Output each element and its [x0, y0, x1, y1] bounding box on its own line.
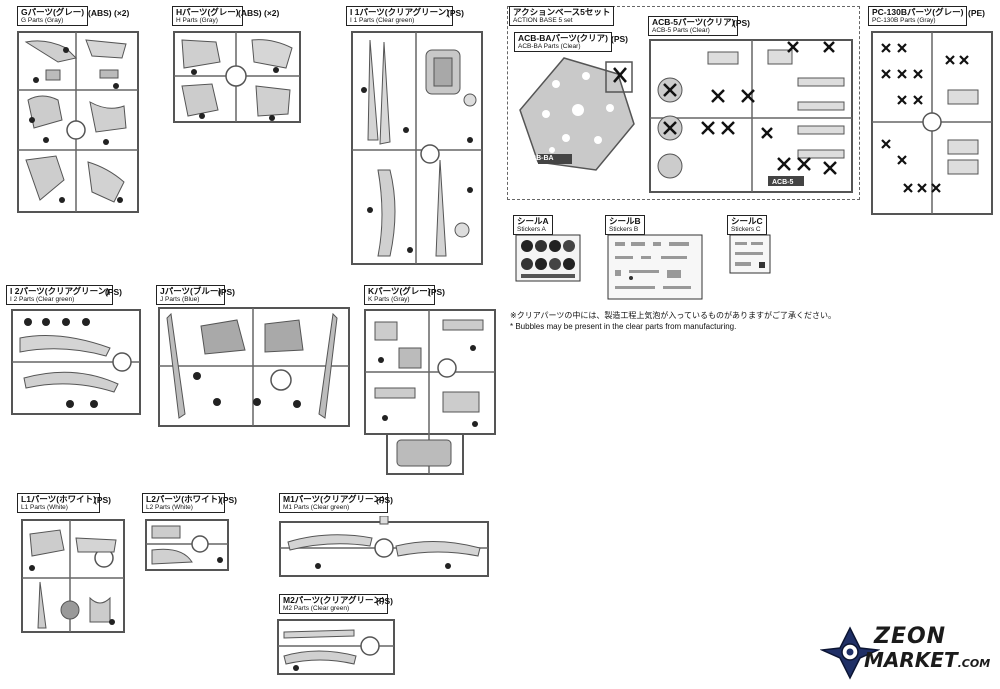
k-parts-label-en: K Parts (Gray) — [368, 295, 410, 303]
m1-parts-label: M1パーツ(クリアグリーン) M1 Parts (Clear green) — [279, 493, 389, 513]
stickers-b-sheet — [607, 234, 703, 305]
k-parts-label: Kパーツ(グレー) K Parts (Gray) — [364, 285, 435, 305]
g-parts-label: Gパーツ(グレー) G Parts (Gray) — [17, 6, 89, 26]
g-parts-material: (ABS) (×2) — [88, 8, 129, 18]
acb-ba-parts-label: ACB-BAパーツ(クリア) ACB-BA Parts (Clear) — [514, 32, 613, 52]
i1-parts-sprue — [350, 30, 484, 266]
logo-line2: MARKET.COM — [864, 650, 990, 670]
stickers-c-label-en: Stickers C — [731, 225, 761, 233]
k-parts-label-jp: Kパーツ(グレー) — [368, 286, 431, 296]
i2-parts-label: I 2パーツ(クリアグリーン) I 2 Parts (Clear green) — [6, 285, 114, 305]
stickers-a-label-jp: シールA — [517, 216, 549, 226]
j-parts-material: (PS) — [218, 287, 235, 297]
stickers-a-sheet — [515, 234, 581, 287]
h-parts-label-jp: Hパーツ(グレー) — [176, 7, 239, 17]
stickers-c-sheet — [729, 234, 771, 279]
j-parts-label-jp: Jパーツ(ブルー) — [160, 286, 222, 296]
l1-parts-label: L1パーツ(ホワイト) L1 Parts (White) — [17, 493, 100, 513]
action-base-label-en: ACTION BASE 5 set — [513, 16, 573, 24]
h-parts-sprue — [172, 30, 302, 124]
m2-parts-label-jp: M2パーツ(クリアグリーン) — [283, 595, 385, 605]
h-parts-multiplier: (×2) — [263, 8, 280, 18]
action-base-group — [507, 6, 860, 200]
stickers-a-label-en: Stickers A — [517, 225, 546, 233]
acb-ba-parts-material: (PS) — [611, 34, 628, 44]
acb-ba-sprue — [516, 54, 640, 176]
logo-line1: ZEON — [874, 624, 947, 649]
g-parts-label-jp: Gパーツ(グレー) — [21, 7, 85, 17]
stickers-b-label: シールB Stickers B — [605, 215, 645, 235]
g-parts-label-en: G Parts (Gray) — [21, 16, 64, 24]
pc130b-parts-label-jp: PC-130Bパーツ(グレー) — [872, 7, 964, 17]
i1-parts-label-jp: I 1パーツ(クリアグリーン) — [350, 7, 450, 17]
acb-ba-tag: ACB-BA — [526, 155, 554, 162]
acb-5-parts-label-en: ACB-5 Parts (Clear) — [652, 26, 710, 34]
pc130b-parts-label-en: PC-130B Parts (Gray) — [872, 16, 936, 24]
l2-parts-label-jp: L2パーツ(ホワイト) — [146, 494, 221, 504]
i2-parts-label-en: I 2 Parts (Clear green) — [10, 295, 75, 303]
g-parts-multiplier: (×2) — [113, 8, 130, 18]
m1-parts-sprue — [278, 516, 490, 580]
acb-ba-parts-label-jp: ACB-BAパーツ(クリア) — [518, 33, 609, 43]
i2-parts-label-jp: I 2パーツ(クリアグリーン) — [10, 286, 110, 296]
h-parts-material-text: (ABS) — [238, 8, 262, 18]
clear-parts-note-en: * Bubbles may be present in the clear pa… — [510, 322, 737, 331]
clear-parts-note-jp: ※クリアパーツの中には、製造工程上気泡が入っているものがありますがご了承ください… — [510, 311, 836, 320]
h-parts-label: Hパーツ(グレー) H Parts (Gray) — [172, 6, 243, 26]
g-parts-sprue — [16, 30, 140, 214]
zeon-emblem-icon — [820, 626, 880, 680]
h-parts-label-en: H Parts (Gray) — [176, 16, 218, 24]
m2-parts-material: (PS) — [376, 596, 393, 606]
acb-5-parts-label-jp: ACB-5パーツ(クリア) — [652, 17, 735, 27]
j-parts-sprue — [157, 306, 351, 428]
i2-parts-material: (PS) — [105, 287, 122, 297]
i1-parts-material: (PS) — [447, 8, 464, 18]
zeon-market-logo: ZEON MARKET.COM — [820, 624, 992, 682]
j-parts-label: Jパーツ(ブルー) J Parts (Blue) — [156, 285, 226, 305]
m2-parts-label: M2パーツ(クリアグリーン) M2 Parts (Clear green) — [279, 594, 389, 614]
m2-parts-sprue — [276, 616, 396, 676]
stickers-a-label: シールA Stickers A — [513, 215, 553, 235]
i1-parts-label: I 1パーツ(クリアグリーン) I 1 Parts (Clear green) — [346, 6, 454, 26]
m1-parts-material: (PS) — [376, 495, 393, 505]
i1-parts-label-en: I 1 Parts (Clear green) — [350, 16, 415, 24]
acb-5-parts-label: ACB-5パーツ(クリア) ACB-5 Parts (Clear) — [648, 16, 739, 36]
l2-parts-label: L2パーツ(ホワイト) L2 Parts (White) — [142, 493, 225, 513]
stickers-c-label: シールC Stickers C — [727, 215, 767, 235]
action-base-label-jp: アクションベース5セット — [513, 7, 611, 17]
l1-parts-material: (PS) — [94, 495, 111, 505]
action-base-label: アクションベース5セット ACTION BASE 5 set — [509, 6, 615, 26]
stickers-b-label-en: Stickers B — [609, 225, 639, 233]
acb-5-parts-material: (PS) — [733, 18, 750, 28]
k-parts-material: (PS) — [428, 287, 445, 297]
m1-parts-label-en: M1 Parts (Clear green) — [283, 503, 350, 511]
l1-parts-sprue — [20, 518, 126, 634]
acb-5-sprue — [648, 38, 854, 194]
acb-ba-parts-label-en: ACB-BA Parts (Clear) — [518, 42, 581, 50]
pc130b-parts-label: PC-130Bパーツ(グレー) PC-130B Parts (Gray) — [868, 6, 968, 26]
acb-5-tag: ACB-5 — [772, 179, 794, 186]
h-parts-material: (ABS) (×2) — [238, 8, 279, 18]
l2-parts-material: (PS) — [220, 495, 237, 505]
l2-parts-sprue — [144, 518, 230, 572]
stickers-b-label-jp: シールB — [609, 216, 641, 226]
k-parts-sprue — [363, 308, 497, 476]
pc130b-parts-material: (PE) — [968, 8, 985, 18]
m2-parts-label-en: M2 Parts (Clear green) — [283, 604, 350, 612]
l1-parts-label-en: L1 Parts (White) — [21, 503, 68, 511]
j-parts-label-en: J Parts (Blue) — [160, 295, 200, 303]
l1-parts-label-jp: L1パーツ(ホワイト) — [21, 494, 96, 504]
stickers-c-label-jp: シールC — [731, 216, 763, 226]
g-parts-material-text: (ABS) — [88, 8, 112, 18]
l2-parts-label-en: L2 Parts (White) — [146, 503, 193, 511]
logo-suffix: .COM — [957, 657, 991, 670]
pc130b-sprue — [870, 30, 994, 216]
m1-parts-label-jp: M1パーツ(クリアグリーン) — [283, 494, 385, 504]
logo-market-text: MARKET — [864, 648, 958, 672]
i2-parts-sprue — [10, 308, 142, 416]
